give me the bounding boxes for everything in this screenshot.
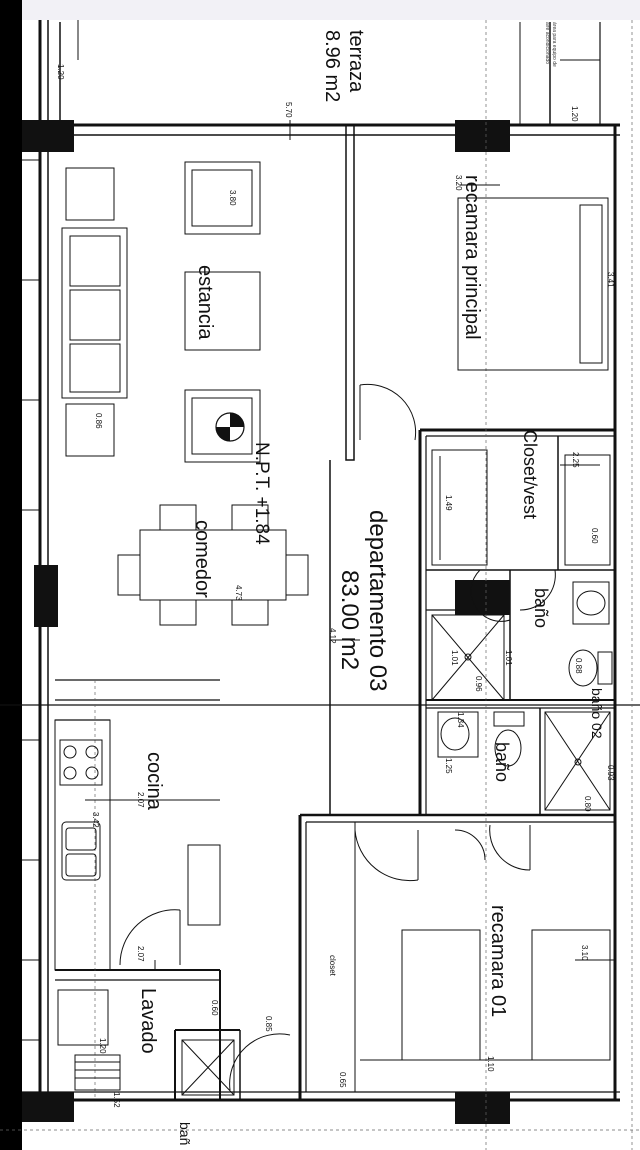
dim-120c: 1.20 (98, 1038, 107, 1054)
dim-110: 1.10 (486, 1056, 495, 1072)
dim-088: 0.88 (574, 658, 583, 674)
dim-101a: 1.01 (450, 650, 459, 666)
left-black-band (0, 0, 22, 1150)
bath-master-label: baño (531, 588, 551, 628)
dim-342: 3.42 (91, 812, 100, 828)
dim-473: 4.73 (234, 585, 243, 601)
dim-120b: 1.20 (570, 106, 579, 122)
bath-cut-label-1: baño 02 (589, 688, 605, 739)
dim-412: 4.12 (328, 628, 337, 644)
bath-2-label: baño (492, 742, 512, 782)
bath-cut-label-2: bañ (177, 1122, 193, 1145)
dim-085: 0.85 (264, 1016, 273, 1032)
bedroom-01-label: recamara 01 (487, 905, 509, 1017)
dim-120a: 1.20 (56, 64, 65, 80)
dim-125: 1.25 (444, 758, 453, 774)
dining-label: comedor (191, 520, 213, 598)
dim-060: 0.60 (590, 528, 599, 544)
labels: terraza 8.96 m2 área para equipo de aire… (137, 22, 605, 1145)
columns (22, 120, 510, 1124)
dim-341: 3.41 (606, 272, 615, 288)
dim-060b: 0.60 (210, 1000, 219, 1016)
walls (0, 20, 640, 1102)
dim-096: 0.96 (474, 676, 483, 692)
dim-570: 5.70 (284, 102, 293, 118)
dim-380: 3.80 (228, 190, 237, 206)
laundry-label: Lavado (137, 988, 159, 1054)
dim-320: 3.20 (454, 175, 463, 191)
ac-note-line-2: aire acondicionado (544, 22, 550, 64)
dim-207a: 2.07 (136, 792, 145, 808)
living-label: estancia (194, 265, 216, 340)
dim-134: 1.34 (456, 712, 465, 728)
dim-080: 0.80 (583, 796, 592, 812)
ac-note-line-1: área para equipo de (551, 22, 557, 67)
terrace-label: terraza (345, 30, 367, 93)
dim-086: 0.86 (94, 413, 103, 429)
axis-lines (0, 20, 640, 1150)
master-bedroom-label: recamara principal (461, 175, 483, 340)
dim-152: 1.52 (112, 1092, 121, 1108)
dim-207b: 2.07 (136, 946, 145, 962)
dimension-labels: 1.20 1.20 5.70 3.20 3.41 3.80 0.86 2.25 … (56, 64, 615, 1108)
dimension-ticks (77, 20, 615, 970)
dim-065: 0.65 (338, 1072, 347, 1088)
unit-name-label: departamento 03 (364, 510, 391, 691)
door-swings (119, 383, 556, 1091)
closet-label: closet (328, 955, 337, 977)
dim-149: 1.49 (444, 495, 453, 511)
dim-101b: 1.01 (504, 650, 513, 666)
closet-vest-label: Closet/vest (520, 430, 540, 519)
furniture (54, 161, 613, 1096)
terrace-area: 8.96 m2 (321, 30, 343, 102)
dim-093: 0.93 (606, 765, 615, 781)
unit-area-label: 83.00 m2 (336, 570, 363, 670)
floor-level-label: N.P.T. +1.84 (251, 442, 272, 545)
level-marker (215, 412, 245, 442)
dim-310: 3.10 (580, 945, 589, 961)
kitchen-label: cocina (143, 752, 165, 811)
dim-225: 2.25 (571, 452, 580, 468)
